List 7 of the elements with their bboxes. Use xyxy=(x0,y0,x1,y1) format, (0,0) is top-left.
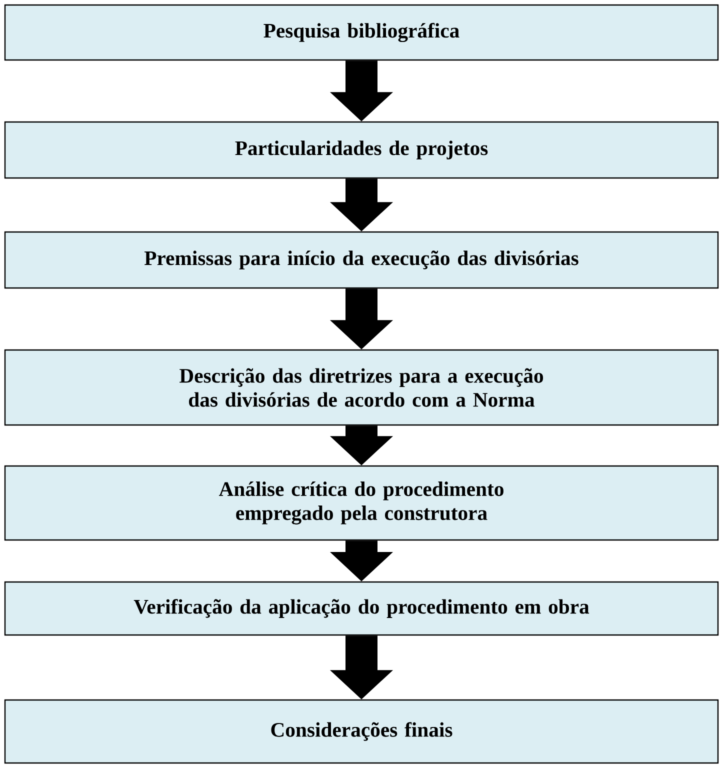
process-box: Premissas para início da execução das divisórias xyxy=(4,231,719,289)
process-box: Particularidades de projetos xyxy=(4,121,719,179)
process-box: Análise crítica do procedimento empregado pela construtora xyxy=(4,465,719,541)
process-box: Pesquisa bibliográfica xyxy=(4,4,719,61)
process-box: Considerações finais xyxy=(4,699,719,764)
process-box: Descrição das diretrizes para a execução das divisórias de acordo com a Norma xyxy=(4,349,719,426)
process-box: Verificação da aplicação do procedimento em obra xyxy=(4,581,719,636)
